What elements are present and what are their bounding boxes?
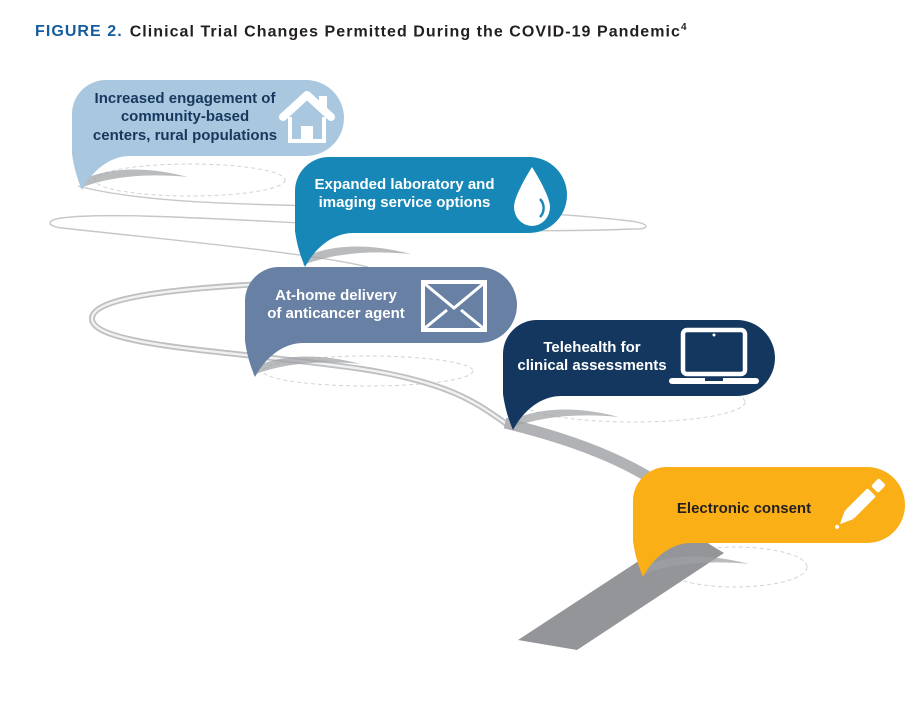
bubble-shape [503, 320, 775, 430]
tail-shadow [80, 169, 188, 188]
pen-icon [835, 478, 886, 529]
bubble-label-electronic-consent: Electronic consent [676, 500, 812, 517]
bubble-telehealth [503, 320, 775, 430]
bubble-label-community-engagement: Increased engagement of community-based … [92, 90, 278, 144]
figure-title: FIGURE 2. Clinical Trial Changes Permitte… [35, 22, 687, 41]
tail-shadow [253, 356, 361, 375]
tail-shadow [641, 556, 749, 575]
laptop-icon [669, 327, 759, 384]
bubble-label-at-home-delivery: At-home delivery of anticancer agent [267, 287, 405, 323]
house-icon [279, 91, 335, 143]
figure-label: FIGURE 2. [35, 23, 123, 41]
bubble-shape [72, 80, 344, 190]
water-drop-icon [514, 167, 550, 226]
road-centerline [90, 276, 509, 426]
figure-title-text: Clinical Trial Changes Permitted During … [129, 23, 681, 41]
bubble-shape [245, 267, 517, 377]
envelope-icon [421, 280, 487, 332]
bubble-laboratory-imaging [295, 157, 567, 267]
road-swirl [262, 355, 474, 387]
bubble-electronic-consent [633, 467, 905, 577]
bubble-community-engagement [72, 80, 344, 190]
reference-superscript: 4 [680, 22, 687, 33]
bubble-label-laboratory-imaging: Expanded laboratory and imaging service … [314, 176, 495, 212]
tail-shadow [511, 409, 619, 428]
bubble-shape [633, 467, 905, 577]
bubble-label-telehealth: Telehealth for clinical assessments [517, 339, 667, 375]
bubble-at-home-delivery [245, 267, 517, 377]
tail-shadow [303, 246, 411, 265]
bubble-shape [295, 157, 567, 267]
